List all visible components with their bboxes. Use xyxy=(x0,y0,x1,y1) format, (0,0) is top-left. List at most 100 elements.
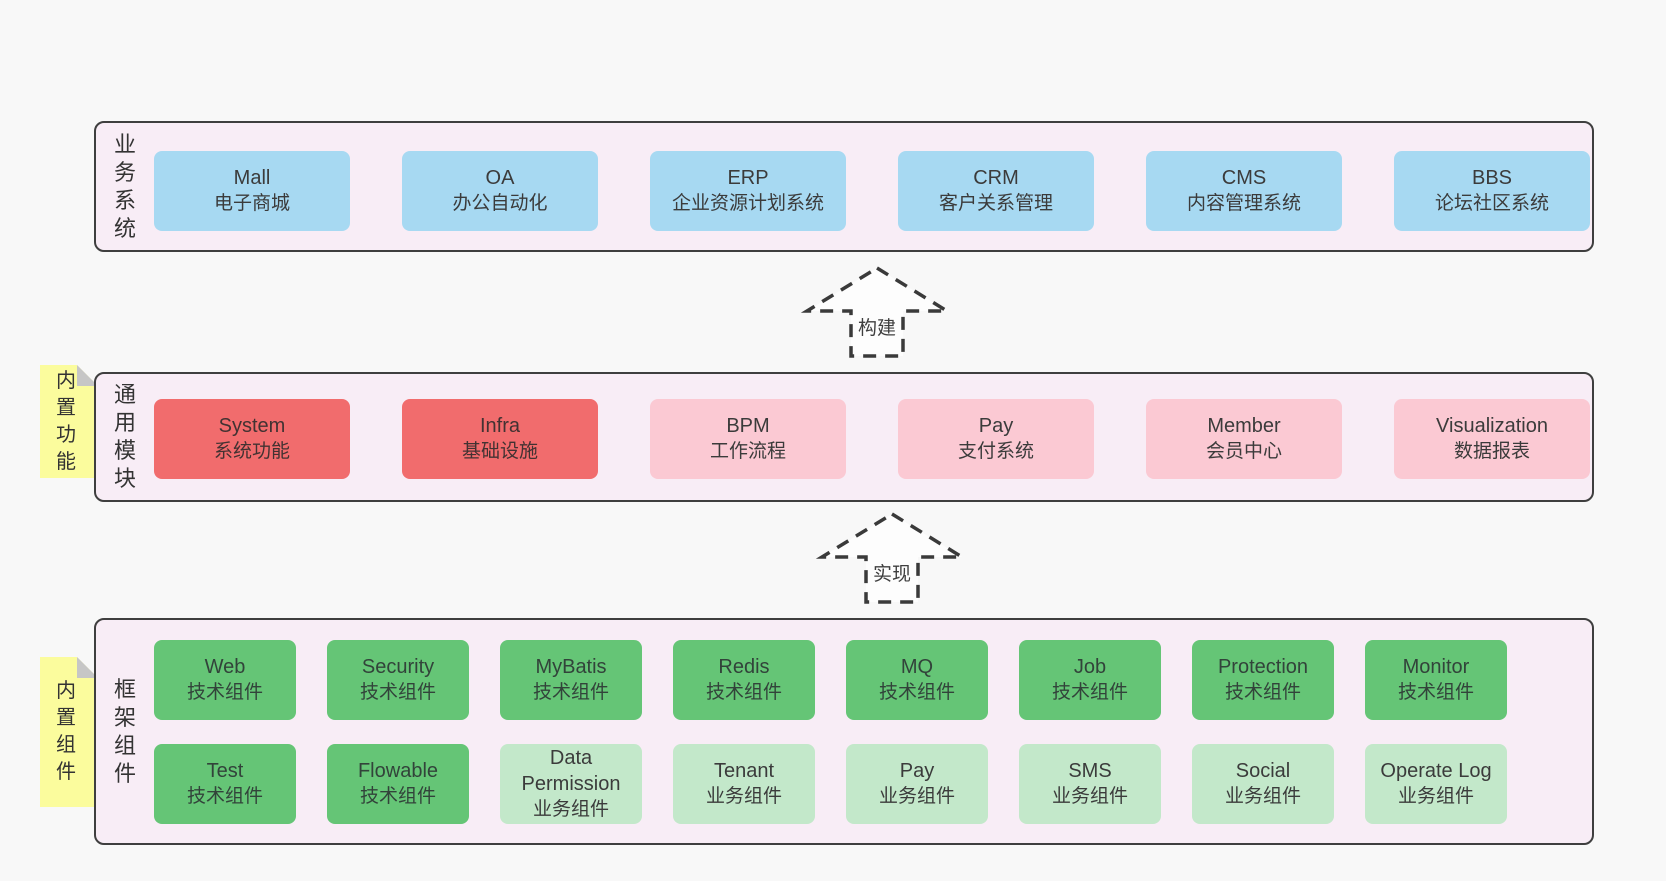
box-subtitle: 业务组件 xyxy=(1051,786,1128,807)
box-subtitle: 内容管理系统 xyxy=(1186,193,1301,214)
box-title: Data Permission xyxy=(521,747,621,795)
box-subtitle: 技术组件 xyxy=(186,682,263,703)
box-subtitle: 支付系统 xyxy=(957,441,1034,462)
box-title: System xyxy=(218,415,286,437)
box-bbs: BBS 论坛社区系统 xyxy=(1394,151,1590,231)
box-subtitle: 技术组件 xyxy=(1397,682,1474,703)
box-pay: Pay 业务组件 xyxy=(846,744,988,824)
box-subtitle: 技术组件 xyxy=(359,682,436,703)
box-title: Flowable xyxy=(357,760,439,782)
box-job: Job 技术组件 xyxy=(1019,640,1161,720)
box-subtitle: 系统功能 xyxy=(213,441,290,462)
box-subtitle: 业务组件 xyxy=(532,799,609,820)
box-subtitle: 技术组件 xyxy=(878,682,955,703)
box-infra: Infra 基础设施 xyxy=(402,399,598,479)
box-title: CMS xyxy=(1221,167,1267,189)
box-flowable: Flowable 技术组件 xyxy=(327,744,469,824)
box-subtitle: 技术组件 xyxy=(359,786,436,807)
box-subtitle: 技术组件 xyxy=(1224,682,1301,703)
box-subtitle: 办公自动化 xyxy=(452,193,548,214)
build-arrow-label: 构建 xyxy=(857,318,896,339)
up-block-arrow-icon xyxy=(815,511,969,604)
box-title: Web xyxy=(204,656,246,678)
box-cms: CMS 内容管理系统 xyxy=(1146,151,1342,231)
box-subtitle: 业务组件 xyxy=(1224,786,1301,807)
common-modules-label: 通 用 模 块 xyxy=(113,382,136,491)
box-title: Monitor xyxy=(1402,656,1470,678)
box-subtitle: 会员中心 xyxy=(1205,441,1282,462)
box-title: CRM xyxy=(973,167,1019,189)
box-social: Social 业务组件 xyxy=(1192,744,1334,824)
box-title: OA xyxy=(485,167,515,189)
box-title: Pay xyxy=(899,760,935,782)
box-bpm: BPM 工作流程 xyxy=(650,399,846,479)
box-erp: ERP 企业资源计划系统 xyxy=(650,151,846,231)
framework-components-label: 框 架 组 件 xyxy=(113,676,136,786)
implement-arrow-label: 实现 xyxy=(872,564,911,585)
box-subtitle: 技术组件 xyxy=(186,786,263,807)
box-subtitle: 工作流程 xyxy=(709,441,786,462)
box-title: Job xyxy=(1073,656,1107,678)
box-title: BBS xyxy=(1471,167,1513,189)
box-member: Member 会员中心 xyxy=(1146,399,1342,479)
box-title: Visualization xyxy=(1436,415,1548,437)
box-title: Social xyxy=(1235,760,1291,782)
box-pay: Pay 支付系统 xyxy=(898,399,1094,479)
implement-arrow: 实现 xyxy=(812,510,972,606)
box-title: SMS xyxy=(1068,760,1112,782)
builtin-features-note: 内 置 功 能 xyxy=(40,365,98,478)
box-title: Member xyxy=(1207,415,1281,437)
box-title: Security xyxy=(361,656,435,678)
box-title: MyBatis xyxy=(535,656,607,678)
box-sms: SMS 业务组件 xyxy=(1019,744,1161,824)
box-title: Redis xyxy=(718,656,770,678)
box-title: Test xyxy=(206,760,244,782)
box-subtitle: 业务组件 xyxy=(705,786,782,807)
box-title: ERP xyxy=(727,167,769,189)
box-subtitle: 技术组件 xyxy=(705,682,782,703)
box-mybatis: MyBatis 技术组件 xyxy=(500,640,642,720)
up-block-arrow-icon xyxy=(800,265,954,358)
business-systems-row: Mall 电子商城 OA 办公自动化 ERP 企业资源计划系统 CRM 客户关系管理 CMS 内容… xyxy=(154,151,1590,231)
box-test: Test 技术组件 xyxy=(154,744,296,824)
box-subtitle: 业务组件 xyxy=(878,786,955,807)
box-title: Operate Log xyxy=(1380,760,1492,782)
box-subtitle: 技术组件 xyxy=(532,682,609,703)
box-web: Web 技术组件 xyxy=(154,640,296,720)
box-title: MQ xyxy=(900,656,934,678)
builtin-components-note: 内 置 组 件 xyxy=(40,657,98,807)
box-subtitle: 基础设施 xyxy=(461,441,538,462)
common-modules-row: System 系统功能 Infra 基础设施 BPM 工作流程 Pay 支付系统 Member 会… xyxy=(154,399,1590,479)
box-redis: Redis 技术组件 xyxy=(673,640,815,720)
box-title: Protection xyxy=(1217,656,1309,678)
box-data-permission: Data Permission 业务组件 xyxy=(500,744,642,824)
business-systems-label: 业 务 系 统 xyxy=(113,131,136,241)
box-tenant: Tenant 业务组件 xyxy=(673,744,815,824)
box-title: BPM xyxy=(726,415,770,437)
box-monitor: Monitor 技术组件 xyxy=(1365,640,1507,720)
business-systems-panel: 业 务 系 统 Mall 电子商城 OA 办公自动化 ERP 企业资源计划系统 CRM 客户关… xyxy=(94,121,1594,252)
box-protection: Protection 技术组件 xyxy=(1192,640,1334,720)
box-subtitle: 客户关系管理 xyxy=(938,193,1053,214)
box-title: Tenant xyxy=(713,760,775,782)
box-subtitle: 企业资源计划系统 xyxy=(671,193,824,214)
box-subtitle: 技术组件 xyxy=(1051,682,1128,703)
builtin-features-note-fold-layer xyxy=(40,365,98,478)
box-subtitle: 论坛社区系统 xyxy=(1434,193,1549,214)
box-subtitle: 电子商城 xyxy=(213,193,290,214)
box-mq: MQ 技术组件 xyxy=(846,640,988,720)
box-system: System 系统功能 xyxy=(154,399,350,479)
box-title: Pay xyxy=(978,415,1014,437)
box-title: Infra xyxy=(479,415,521,437)
box-oa: OA 办公自动化 xyxy=(402,151,598,231)
common-modules-panel: 通 用 模 块 System 系统功能 Infra 基础设施 BPM 工作流程 Pay 支付系… xyxy=(94,372,1594,502)
box-title: Mall xyxy=(233,167,271,189)
build-arrow: 构建 xyxy=(797,264,957,360)
box-crm: CRM 客户关系管理 xyxy=(898,151,1094,231)
